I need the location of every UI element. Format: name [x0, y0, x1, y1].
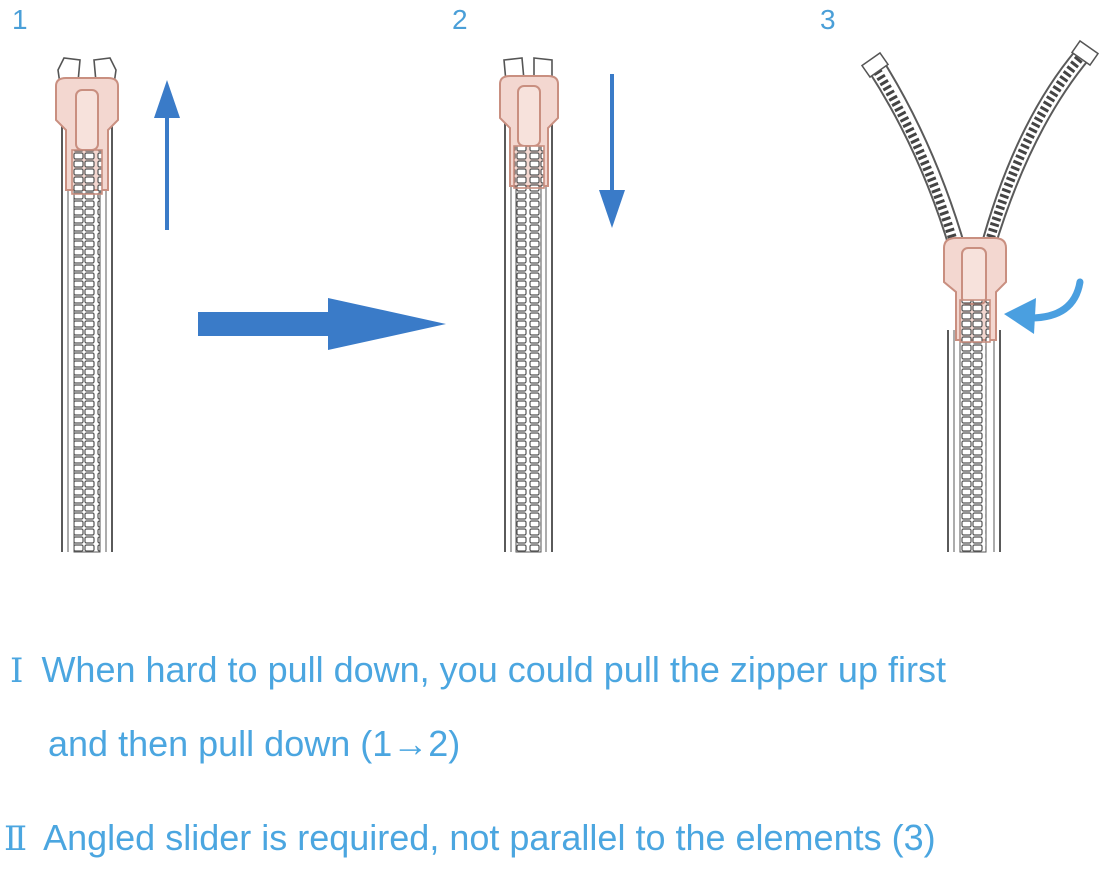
step-number-3: 3	[820, 4, 836, 35]
note-1-text: When hard to pull down, you could pull t…	[41, 649, 946, 690]
zipper-2	[499, 57, 559, 553]
note-2-text: Angled slider is required, not parallel …	[43, 817, 936, 858]
note-2: Ⅱ Angled slider is required, not parallel…	[0, 816, 936, 861]
step-number-1: 1	[12, 4, 28, 35]
arrow-down-icon	[599, 74, 625, 228]
zipper-3	[860, 39, 1100, 553]
note-1-line-1: Ⅰ When hard to pull down, you could pull …	[0, 648, 946, 693]
zipper-diagram	[55, 39, 1100, 553]
slider-icon	[55, 77, 119, 195]
zipper-1	[55, 57, 119, 553]
slider-icon	[499, 75, 559, 189]
note-1-line-2: and then pull down (1→2)	[48, 723, 461, 764]
arrow-right-icon	[198, 298, 446, 350]
step-number-2: 2	[452, 4, 468, 35]
note-2-marker: Ⅱ	[4, 819, 28, 859]
note-1-marker: Ⅰ	[10, 651, 24, 691]
slider-icon	[943, 237, 1007, 343]
arrow-up-icon	[154, 80, 180, 230]
curved-arrow-icon	[1004, 278, 1084, 334]
